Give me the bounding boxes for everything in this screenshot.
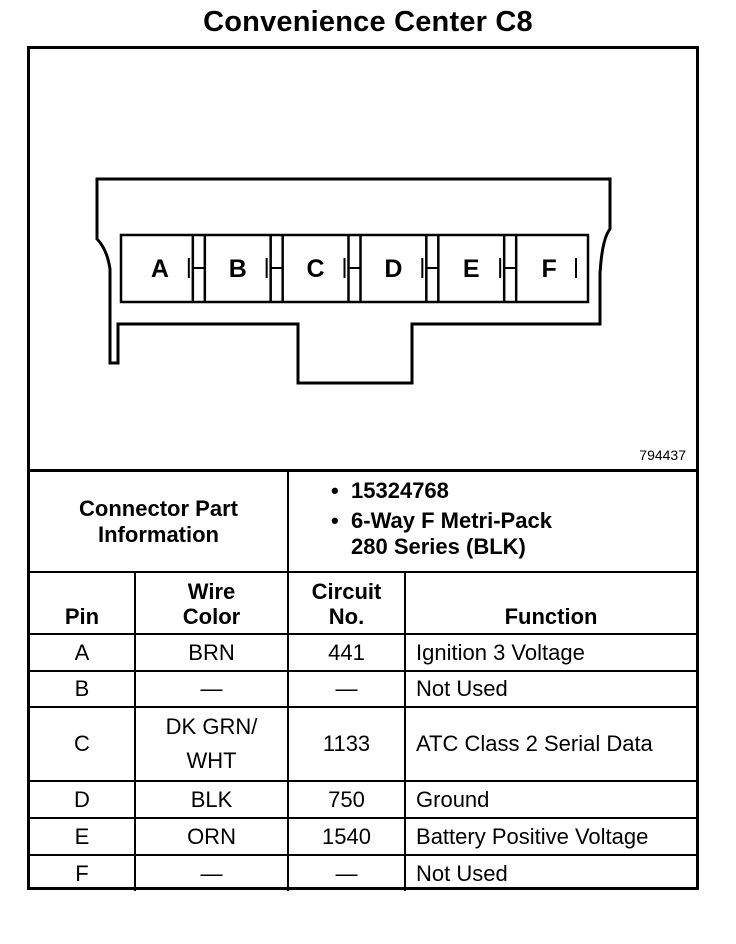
pin-cell: A [30, 634, 136, 672]
header-circuit-line2: No. [328, 604, 365, 629]
connector-diagram: A B C D E F 794437 [30, 49, 696, 472]
circuit-cell: 750 [287, 780, 407, 819]
part-info-label-line1: Connector Part [79, 495, 238, 521]
circuit-cell: — [287, 854, 407, 891]
wire-color-cell: BRN [133, 634, 290, 672]
wire-color-cell: ORN [133, 817, 290, 856]
pin-cell: B [30, 670, 136, 708]
pin-cell: F [30, 854, 136, 891]
function-cell: Ground [404, 780, 697, 819]
header-function: Function [404, 571, 697, 635]
circuit-cell: 1540 [287, 817, 407, 856]
header-circuit-line1: Circuit [311, 579, 382, 604]
pin-cavities: A B C D E F [151, 235, 577, 302]
pin-label-c: C [307, 255, 325, 283]
header-wire-line2: Color [182, 604, 241, 629]
circuit-cell: 1133 [287, 706, 407, 782]
circuit-cell: — [287, 670, 407, 708]
pin-label-d: D [384, 255, 402, 283]
header-wire-line1: Wire [187, 579, 236, 604]
figure-number: 794437 [639, 447, 686, 463]
part-info-label-line2: Information [98, 521, 219, 547]
part-number-item: 15324768 [331, 478, 696, 504]
pin-cell: C [30, 706, 136, 782]
pin-table: Connector Part Information 15324768 6-Wa… [30, 472, 697, 891]
function-cell: Battery Positive Voltage [404, 817, 697, 856]
wire-color-line1: BLK [190, 786, 233, 812]
function-cell: Not Used [404, 854, 697, 891]
pin-label-a: A [151, 255, 169, 283]
function-cell: ATC Class 2 Serial Data [404, 706, 697, 782]
connector-type-line1: 6-Way F Metri-Pack [351, 508, 552, 533]
pin-label-b: B [229, 255, 247, 283]
part-info-row: Connector Part Information 15324768 6-Wa… [30, 472, 697, 573]
part-info-label: Connector Part Information [30, 472, 290, 573]
page-title: Convenience Center C8 [203, 6, 533, 38]
wire-color-line1: BRN [188, 639, 235, 665]
header-row: Pin Wire Color Circuit No. Function [30, 571, 697, 635]
cavity-strip [119, 233, 590, 304]
connector-type-item: 6-Way F Metri-Pack 280 Series (BLK) [331, 508, 696, 560]
pin-label-e: E [463, 255, 480, 283]
circuit-cell: 441 [287, 634, 407, 672]
part-info-list: 15324768 6-Way F Metri-Pack 280 Series (… [287, 472, 697, 573]
table-row: F——Not Used [30, 854, 697, 891]
connector-type-line2: 280 Series (BLK) [351, 534, 526, 559]
pin-label-f: F [541, 255, 556, 283]
wire-color-line1: DK GRN/ [165, 714, 258, 739]
wire-color-cell: DK GRN/WHT [133, 706, 290, 782]
connector-housing [95, 177, 612, 385]
header-wire-color: Wire Color [133, 571, 290, 635]
wire-color-cell: — [133, 670, 290, 708]
pin-cell: E [30, 817, 136, 856]
wire-color-line1: — [200, 676, 223, 701]
wire-color-cell: BLK [133, 780, 290, 819]
wire-color-line1: — [200, 860, 223, 886]
wire-color-cell: — [133, 854, 290, 891]
function-cell: Ignition 3 Voltage [404, 634, 697, 672]
pin-cell: D [30, 780, 136, 819]
wire-color-line2: WHT [186, 748, 237, 773]
table-row: B——Not Used [30, 670, 697, 708]
header-pin: Pin [30, 571, 136, 635]
header-circuit-no: Circuit No. [287, 571, 407, 635]
function-cell: Not Used [404, 670, 697, 708]
wire-color-line1: ORN [187, 823, 236, 849]
connector-drawing: A B C D E F [95, 177, 612, 385]
